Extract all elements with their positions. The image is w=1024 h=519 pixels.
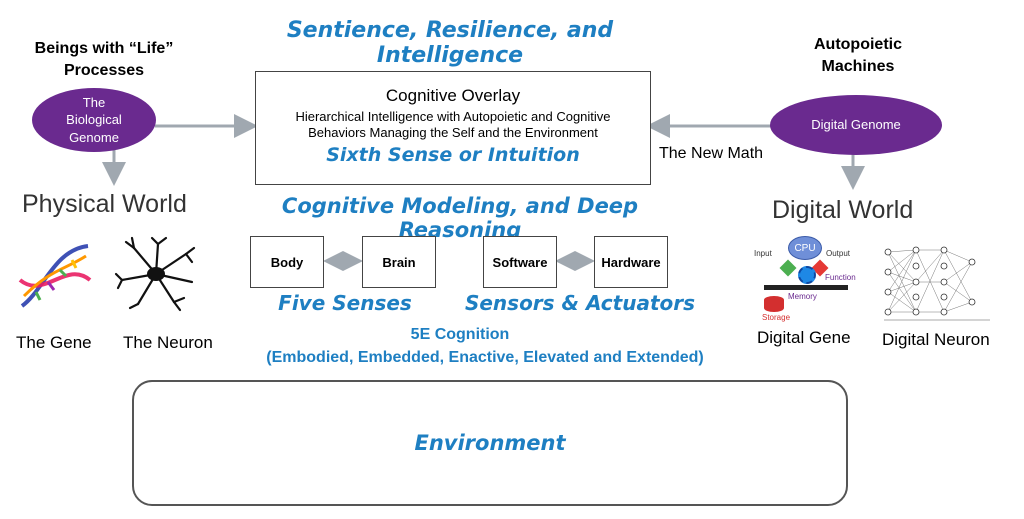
overlay-title: Cognitive Overlay xyxy=(385,86,521,105)
storage-icon xyxy=(764,296,784,312)
environment-label: Environment xyxy=(414,431,566,455)
5e-cognition-title: 5E Cognition xyxy=(410,326,510,343)
input-diamond-icon xyxy=(779,259,797,277)
sensors-actuators-label: Sensors & Actuators xyxy=(464,291,696,315)
gear-icon xyxy=(798,266,816,284)
dna-icon xyxy=(18,244,92,308)
overlay-line-2: Behaviors Managing the Self and the Envi… xyxy=(308,125,598,140)
cpu-node: CPU xyxy=(788,236,822,260)
output-label: Output xyxy=(826,249,851,258)
environment-box: Environment xyxy=(132,380,848,506)
new-math-label: The New Math xyxy=(659,145,764,162)
neuron-icon xyxy=(114,236,196,312)
5e-cognition-detail: (Embodied, Embedded, Enactive, Elevated … xyxy=(266,349,704,366)
digital-world-label: Digital World xyxy=(772,196,914,224)
digital-gene-diagram: CPU Input Output Function Memory Storage xyxy=(752,236,860,324)
right-heading: Autopoietic Machines xyxy=(814,36,902,75)
biological-genome-label: The Biological Genome xyxy=(66,94,122,145)
body-box: Body xyxy=(250,236,324,288)
input-label: Input xyxy=(754,249,772,258)
software-box: Software xyxy=(483,236,557,288)
cognitive-modeling-label: Cognitive Modeling, and Deep Reasoning xyxy=(281,194,639,242)
memory-bus xyxy=(764,285,848,290)
memory-label: Memory xyxy=(788,292,817,301)
biological-genome-ellipse: The Biological Genome xyxy=(32,88,156,152)
gene-label: The Gene xyxy=(16,333,92,352)
physical-world-label: Physical World xyxy=(22,190,187,218)
cognitive-overlay-box: Cognitive Overlay Hierarchical Intellige… xyxy=(255,71,651,185)
digital-neuron-label: Digital Neuron xyxy=(882,330,990,349)
hardware-box: Hardware xyxy=(594,236,668,288)
function-label: Function xyxy=(825,273,856,282)
main-title: Sentience, Resilience, and Intelligence xyxy=(286,18,614,68)
sixth-sense-label: Sixth Sense or Intuition xyxy=(326,144,580,166)
digital-gene-label: Digital Gene xyxy=(757,328,851,347)
neuron-label: The Neuron xyxy=(123,333,213,352)
overlay-line-1: Hierarchical Intelligence with Autopoiet… xyxy=(295,109,611,124)
digital-genome-label: Digital Genome xyxy=(811,117,901,133)
brain-box: Brain xyxy=(362,236,436,288)
neural-network-icon xyxy=(884,246,990,321)
left-heading: Beings with “Life” Processes xyxy=(34,40,174,79)
five-senses-label: Five Senses xyxy=(278,291,412,315)
digital-genome-ellipse: Digital Genome xyxy=(770,95,942,155)
storage-label: Storage xyxy=(762,313,791,322)
